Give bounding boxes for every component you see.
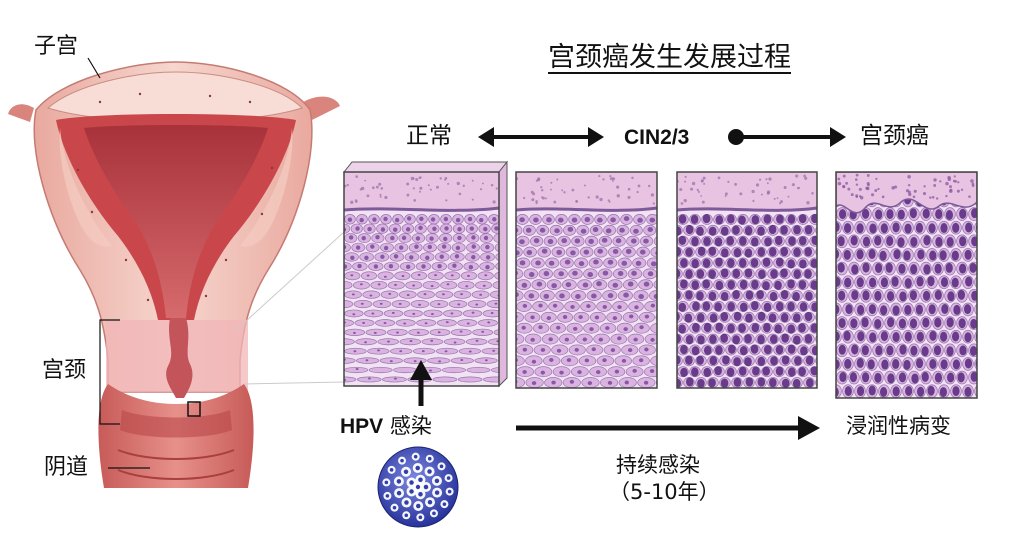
anatomy-label-uterus: 子宫	[34, 34, 79, 59]
stage-label-cin: CIN2/3	[624, 126, 690, 149]
hpv-infection-label: HPV 感染	[340, 414, 432, 438]
persistent-infection-arrow	[516, 416, 820, 440]
stage-label-normal: 正常	[406, 123, 452, 149]
panel1-side-face	[498, 160, 508, 388]
anatomy-label-cervix: 宫颈	[42, 358, 87, 383]
cervix-bracket	[99, 319, 120, 425]
double-arrow-left-head	[478, 127, 494, 147]
hpv-label-bold: HPV	[340, 415, 384, 438]
hpv-virus-icon	[377, 446, 459, 528]
hpv-label-rest: 感染	[383, 414, 432, 438]
invasive-lesion-label: 浸润性病变	[846, 414, 951, 438]
double-arrow-right-head	[588, 127, 604, 147]
uterus-illustration	[8, 57, 345, 488]
histology-panels	[342, 160, 978, 399]
histology-panel-normal	[344, 172, 499, 386]
left-tube-stub	[8, 104, 34, 122]
magnify-marker	[187, 401, 201, 417]
histology-panel-cin	[677, 172, 817, 388]
uterus-leader	[87, 57, 101, 79]
persistent-infection-duration: （5-10年）	[609, 480, 720, 504]
hpv-entry-arrow	[410, 360, 432, 406]
stage-arrows	[478, 127, 846, 147]
panel1-top-face	[342, 161, 509, 173]
histology-panel-cancer	[836, 172, 977, 398]
diagram-title: 宫颈癌发生发展过程	[548, 42, 791, 73]
stage-label-cancer: 宫颈癌	[860, 123, 929, 149]
histology-panel-early	[516, 172, 657, 388]
progression-arrow-head	[830, 127, 846, 147]
uterine-cavity	[84, 125, 268, 318]
persistent-infection-label: 持续感染	[616, 453, 700, 477]
anatomy-label-vagina: 阴道	[44, 455, 89, 480]
